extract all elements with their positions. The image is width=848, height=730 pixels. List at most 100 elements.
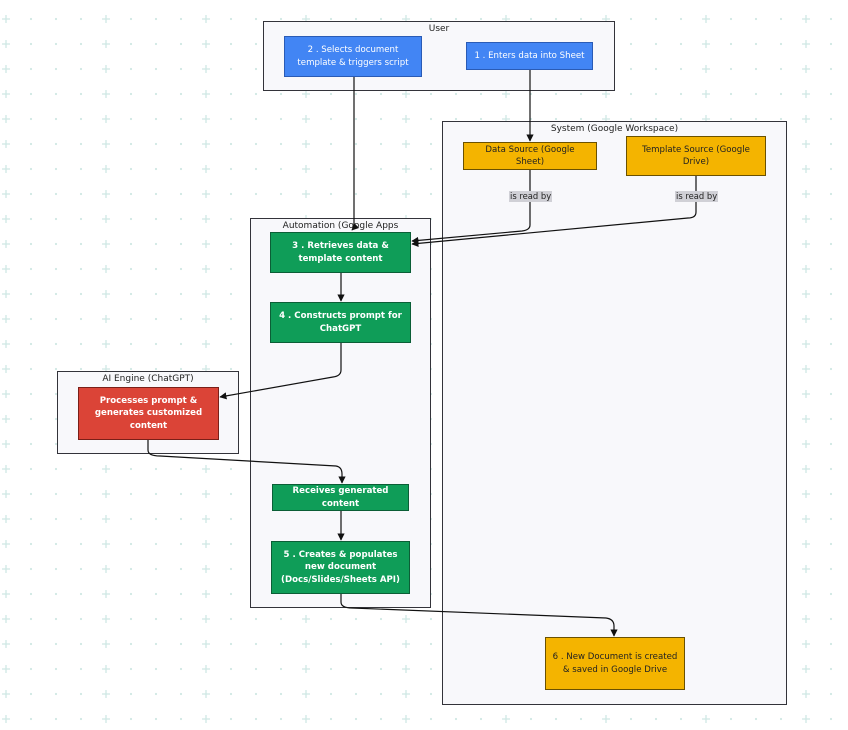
grid-dot-mark [129, 67, 133, 71]
grid-dot-mark [29, 417, 33, 421]
grid-dot-mark [29, 267, 33, 271]
grid-dot-mark [354, 117, 358, 121]
grid-dot-mark [429, 717, 433, 721]
grid-dot-mark [554, 17, 558, 21]
node-create-doc[interactable]: 5 . Creates & populates new document (Do… [271, 541, 410, 594]
grid-dot-mark [829, 342, 833, 346]
grid-dot-mark [129, 592, 133, 596]
grid-dot-mark [129, 717, 133, 721]
grid-dot-mark [129, 642, 133, 646]
grid-dot-mark [279, 17, 283, 21]
node-process-prompt-label: Processes prompt & generates customized … [94, 395, 203, 431]
grid-plus-mark [202, 715, 210, 723]
grid-dot-mark [54, 42, 58, 46]
grid-dot-mark [454, 717, 458, 721]
node-process-prompt[interactable]: Processes prompt & generates customized … [78, 387, 219, 440]
grid-plus-mark [502, 90, 510, 98]
grid-dot-mark [329, 617, 333, 621]
grid-plus-mark [202, 340, 210, 348]
grid-plus-mark [2, 565, 10, 573]
grid-plus-mark [202, 590, 210, 598]
node-enter-data[interactable]: 1 . Enters data into Sheet [466, 42, 593, 70]
user-group-label: User [428, 24, 450, 34]
grid-plus-mark [802, 490, 810, 498]
grid-dot-mark [254, 642, 258, 646]
grid-dot-mark [179, 167, 183, 171]
grid-dot-mark [279, 117, 283, 121]
grid-plus-mark [702, 15, 710, 23]
grid-dot-mark [79, 117, 83, 121]
grid-plus-mark [102, 315, 110, 323]
grid-plus-mark [602, 715, 610, 723]
grid-dot-mark [829, 317, 833, 321]
grid-dot-mark [179, 17, 183, 21]
grid-dot-mark [54, 667, 58, 671]
node-data-source-label: Data Source (Google Sheet) [485, 144, 575, 168]
grid-dot-mark [29, 542, 33, 546]
grid-dot-mark [354, 167, 358, 171]
grid-dot-mark [229, 17, 233, 21]
system-group-label: System (Google Workspace) [550, 124, 679, 134]
grid-dot-mark [179, 267, 183, 271]
grid-plus-mark [802, 190, 810, 198]
grid-dot-mark [154, 17, 158, 21]
grid-plus-mark [802, 115, 810, 123]
grid-dot-mark [229, 617, 233, 621]
node-select-template[interactable]: 2 . Selects document template & triggers… [284, 36, 422, 77]
node-receive-content[interactable]: Receives generated content [272, 484, 409, 511]
grid-dot-mark [829, 717, 833, 721]
grid-dot-mark [179, 67, 183, 71]
grid-plus-mark [102, 40, 110, 48]
grid-plus-mark [2, 490, 10, 498]
grid-dot-mark [79, 217, 83, 221]
grid-plus-mark [202, 15, 210, 23]
grid-dot-mark [679, 717, 683, 721]
grid-dot-mark [79, 67, 83, 71]
grid-dot-mark [54, 617, 58, 621]
grid-dot-mark [179, 367, 183, 371]
edge-label-data-read: is read by [509, 191, 553, 202]
grid-dot-mark [229, 117, 233, 121]
grid-dot-mark [254, 617, 258, 621]
grid-dot-mark [79, 342, 83, 346]
grid-plus-mark [2, 240, 10, 248]
grid-plus-mark [402, 190, 410, 198]
grid-dot-mark [54, 492, 58, 496]
node-retrieve[interactable]: 3 . Retrieves data & template content [270, 232, 411, 273]
node-template-source[interactable]: Template Source (Google Drive) [626, 136, 766, 176]
grid-dot-mark [29, 642, 33, 646]
grid-plus-mark [202, 115, 210, 123]
grid-dot-mark [129, 467, 133, 471]
grid-dot-mark [129, 17, 133, 21]
grid-plus-mark [402, 140, 410, 148]
grid-plus-mark [802, 240, 810, 248]
grid-dot-mark [429, 692, 433, 696]
grid-dot-mark [229, 67, 233, 71]
node-data-source[interactable]: Data Source (Google Sheet) [463, 142, 597, 170]
grid-dot-mark [379, 92, 383, 96]
grid-dot-mark [154, 692, 158, 696]
grid-dot-mark [729, 17, 733, 21]
grid-plus-mark [2, 15, 10, 23]
node-construct-prompt[interactable]: 4 . Constructs prompt for ChatGPT [270, 302, 411, 343]
grid-dot-mark [79, 17, 83, 21]
grid-plus-mark [102, 590, 110, 598]
grid-dot-mark [54, 317, 58, 321]
grid-plus-mark [102, 465, 110, 473]
grid-plus-mark [102, 165, 110, 173]
grid-dot-mark [754, 92, 758, 96]
grid-dot-mark [279, 142, 283, 146]
grid-dot-mark [379, 642, 383, 646]
grid-dot-mark [54, 342, 58, 346]
grid-plus-mark [102, 640, 110, 648]
node-new-document[interactable]: 6 . New Document is created & saved in G… [545, 637, 685, 690]
grid-dot-mark [429, 142, 433, 146]
grid-dot-mark [154, 142, 158, 146]
grid-dot-mark [679, 42, 683, 46]
grid-plus-mark [202, 290, 210, 298]
grid-plus-mark [402, 665, 410, 673]
grid-dot-mark [129, 667, 133, 671]
grid-dot-mark [154, 667, 158, 671]
grid-plus-mark [802, 65, 810, 73]
grid-plus-mark [2, 440, 10, 448]
